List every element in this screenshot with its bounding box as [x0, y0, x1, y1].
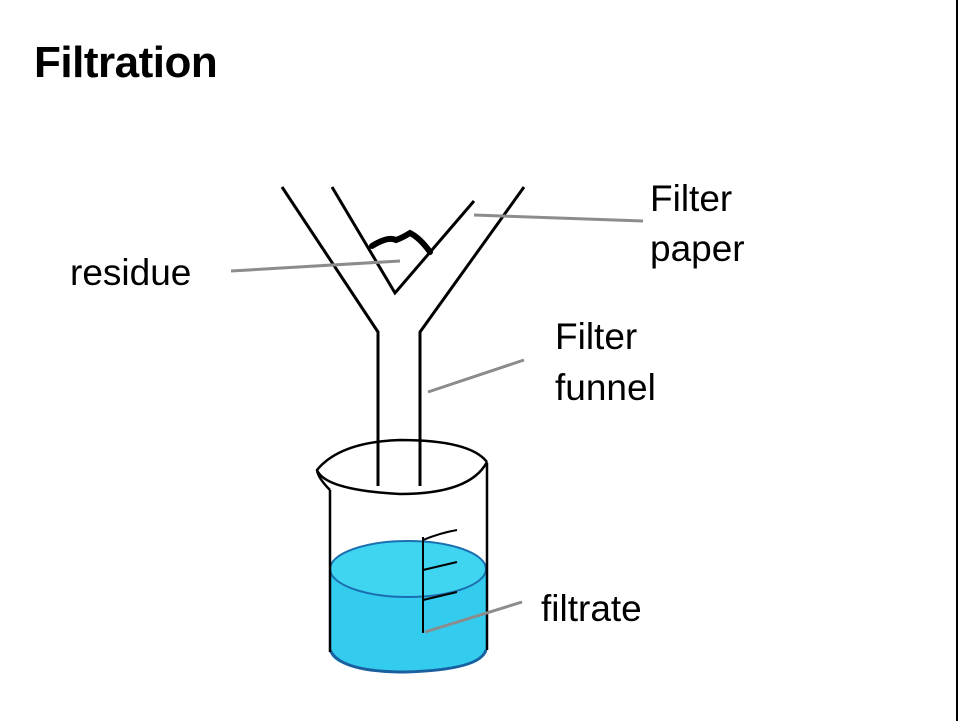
label-residue: residue [70, 252, 192, 293]
leader-lines [230, 213, 644, 634]
label-filter-paper-line1: Filter [650, 178, 733, 219]
slide-border [956, 0, 958, 721]
residue-mark [369, 229, 433, 255]
filtrate-liquid [330, 570, 486, 672]
filter-funnel [280, 186, 526, 486]
label-filter-funnel-line1: Filter [555, 316, 638, 357]
label-filter-paper-line2: paper [650, 228, 745, 269]
graduation-marks [422, 529, 458, 633]
filter-paper [330, 186, 476, 296]
page-title: Filtration [34, 38, 218, 87]
liquid-surface [329, 540, 487, 598]
label-filtrate: filtrate [541, 588, 642, 629]
label-filter-funnel-line2: funnel [555, 367, 656, 408]
beaker [315, 438, 489, 652]
liquid-bottom-edge [328, 649, 488, 674]
